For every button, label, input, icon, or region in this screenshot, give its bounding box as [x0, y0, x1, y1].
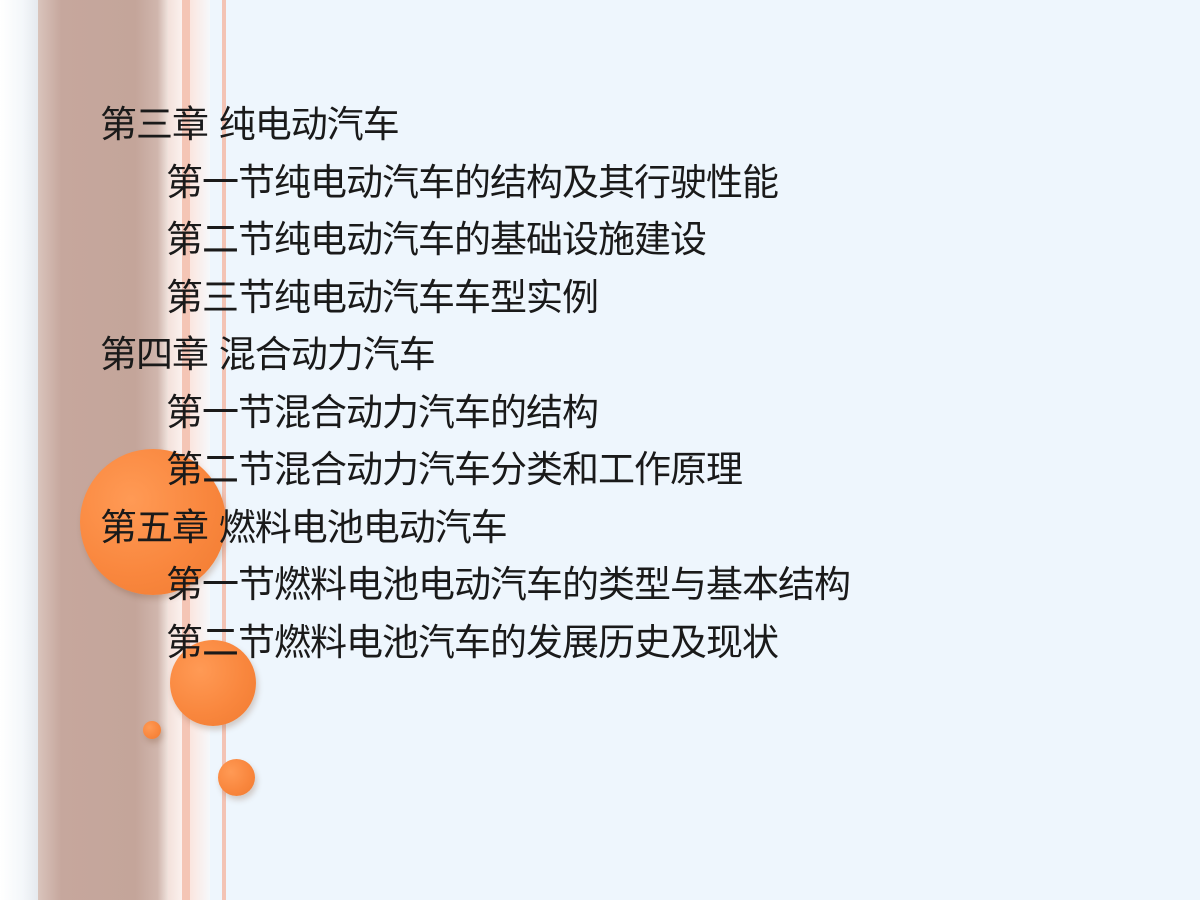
chapter-3-section-2: 第二节纯电动汽车的基础设施建设 [166, 218, 707, 261]
decorative-circle-medium [170, 640, 256, 726]
chapter-5-section-1: 第一节燃料电池电动汽车的类型与基本结构 [166, 563, 851, 606]
chapter-3-section-3: 第三节纯电动汽车车型实例 [166, 275, 599, 319]
left-thin-pink-line [222, 0, 226, 900]
chapter-3-title: 第三章 纯电动汽车 [100, 103, 400, 146]
chapter-4-section-2: 第二节混合动力汽车分类和工作原理 [166, 448, 743, 491]
table-of-contents: 第三章 纯电动汽车 第一节纯电动汽车的结构及其行驶性能 第二节纯电动汽车的基础设… [100, 96, 1100, 671]
chapter-3-section-1: 第一节纯电动汽车的结构及其行驶性能 [166, 160, 779, 204]
chapter-5-title: 第五章 燃料电池电动汽车 [100, 505, 508, 549]
chapter-4-title: 第四章 混合动力汽车 [100, 333, 436, 376]
decorative-circle-tiny [143, 721, 161, 739]
decorative-circle-large [80, 449, 226, 595]
left-shadow-band [0, 0, 38, 900]
chapter-4-section-1: 第一节混合动力汽车的结构 [166, 390, 599, 434]
chapter-5-section-2: 第二节燃料电池汽车的发展历史及现状 [166, 620, 779, 664]
left-pink-stripe [182, 0, 190, 900]
decorative-circle-small [218, 759, 255, 796]
